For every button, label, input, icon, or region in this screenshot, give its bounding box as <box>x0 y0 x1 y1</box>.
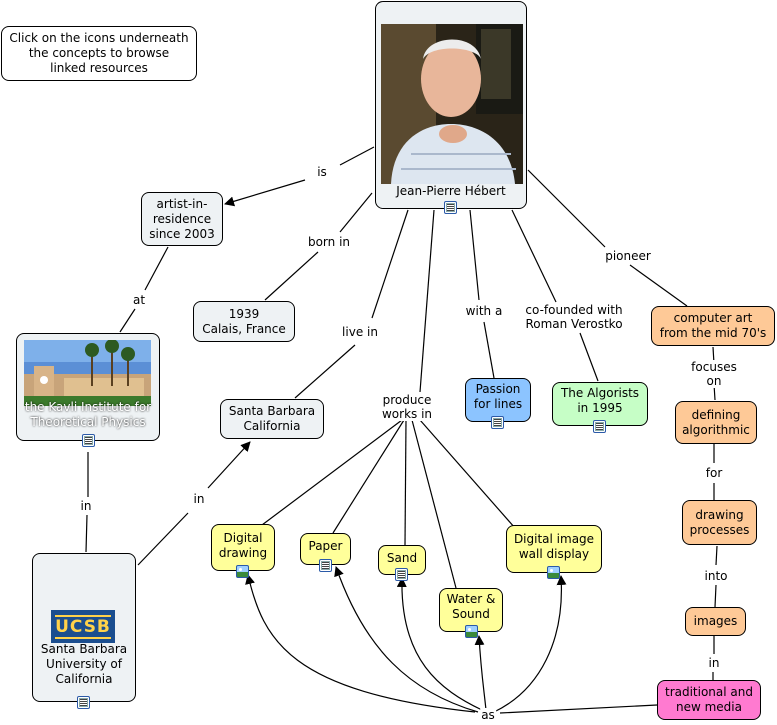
concept-computer-art[interactable]: computer art from the mid 70's <box>651 306 775 346</box>
traditional-label: traditional and new media <box>664 685 753 714</box>
link-label-co-founded: co-founded with Roman Verostko <box>524 303 624 331</box>
digital-drawing-image-icon[interactable] <box>236 565 249 578</box>
link-line-at-b <box>119 308 136 333</box>
link-label-focuses-on: focuses on <box>682 360 746 388</box>
concept-santa-barbara[interactable]: Santa Barbara California <box>220 399 324 439</box>
concept-digital-drawing[interactable]: Digital drawing <box>211 524 275 571</box>
link-line-is-a <box>339 146 375 166</box>
link-line-at-a <box>144 246 169 291</box>
concept-images[interactable]: images <box>685 607 746 636</box>
link-label-into: into <box>703 569 729 583</box>
hebert-photo <box>381 24 523 184</box>
link-label-with-a: with a <box>464 304 504 318</box>
link-line-in-sb-b <box>207 441 251 489</box>
water-sound-label: Water & Sound <box>446 592 496 621</box>
paper-resource-icon[interactable] <box>319 559 332 572</box>
ucsb-label: Santa Barbara University of California <box>40 642 128 686</box>
link-curve-as-sand <box>396 577 483 711</box>
computer-art-label: computer art from the mid 70's <box>659 311 767 340</box>
link-line-live-b <box>294 344 356 399</box>
link-label-born-in: born in <box>306 235 352 249</box>
link-line-born-a <box>339 192 373 233</box>
drawing-processes-label: drawing processes <box>689 507 750 537</box>
link-line-live-a <box>371 209 409 319</box>
link-line-cofound-b <box>579 332 599 382</box>
concept-drawing-processes[interactable]: drawing processes <box>682 500 757 545</box>
link-label-as: as <box>480 708 496 722</box>
link-label-in-kavli: in <box>79 499 93 513</box>
link-label-is: is <box>316 165 328 179</box>
link-curve-as-digital <box>245 574 476 713</box>
link-label-for: for <box>704 466 724 480</box>
ucsb-resource-icon[interactable] <box>77 696 90 709</box>
link-line-produce-a <box>419 209 435 393</box>
concept-artist-in-residence[interactable]: artist-in- residence since 2003 <box>141 192 223 246</box>
kavli-photo <box>24 340 151 406</box>
link-line-into-a <box>715 545 718 566</box>
link-line-with-b <box>483 321 495 379</box>
link-curve-as-paper <box>334 566 479 713</box>
kavli-label: the Kavli Institute for Theoretical Phys… <box>24 400 152 429</box>
link-label-produce: produce works in <box>380 393 434 421</box>
concept-digital-image-wall-display[interactable]: Digital image wall display <box>506 525 602 573</box>
concept-water-sound[interactable]: Water & Sound <box>439 588 503 632</box>
ucsb-logo: UCSB <box>51 610 115 643</box>
images-label: images <box>693 614 738 628</box>
algorists-resource-icon[interactable] <box>593 420 606 433</box>
link-line-in-kavli-b <box>85 514 88 553</box>
link-line-with-a <box>469 209 480 301</box>
link-line-produce-wall <box>419 419 516 529</box>
paper-label: Paper <box>308 539 343 553</box>
link-label-pioneer: pioneer <box>604 249 652 263</box>
link-line-pioneer-b <box>629 264 688 307</box>
link-line-cofound-a <box>511 209 557 303</box>
link-line-in-sb-a <box>137 512 189 566</box>
link-line-produce-paper <box>332 419 405 534</box>
link-line-into-b <box>714 584 717 608</box>
link-line-traditional-as <box>499 704 658 714</box>
link-line-is-b <box>224 179 306 207</box>
link-label-in-sb: in <box>192 492 206 506</box>
link-line-pioneer-a <box>527 169 606 248</box>
concept-born-1939[interactable]: 1939 Calais, France <box>193 301 295 342</box>
link-label-live-in: live in <box>341 325 379 339</box>
born-label: 1939 Calais, France <box>202 306 286 336</box>
hebert-resource-icon[interactable] <box>444 201 457 214</box>
link-line-produce-digital <box>261 419 403 526</box>
link-curve-as-wall <box>493 575 567 713</box>
link-line-born-b <box>264 251 319 301</box>
link-label-at: at <box>131 293 147 307</box>
concept-defining-algorithmic[interactable]: defining algorithmic <box>675 401 757 444</box>
digital-drawing-label: Digital drawing <box>218 531 268 560</box>
defining-label: defining algorithmic <box>682 407 750 437</box>
link-curve-as-water <box>474 635 487 711</box>
wall-display-image-icon[interactable] <box>547 566 560 579</box>
link-line-produce-sand <box>404 419 407 546</box>
concept-traditional-new-media[interactable]: traditional and new media <box>657 680 761 720</box>
santa-barbara-label: Santa Barbara California <box>228 404 316 433</box>
wall-display-label: Digital image wall display <box>513 532 595 561</box>
kavli-resource-icon[interactable] <box>82 434 95 447</box>
concept-passion-for-lines[interactable]: Passion for lines <box>465 378 531 422</box>
water-sound-image-icon[interactable] <box>465 625 478 638</box>
passion-resource-icon[interactable] <box>491 416 504 429</box>
sand-resource-icon[interactable] <box>395 568 408 581</box>
algorists-label: The Algorists in 1995 <box>560 386 640 415</box>
hebert-label: Jean-Pierre Hébert <box>396 184 506 198</box>
instructions-text: Click on the icons underneath the concep… <box>9 31 189 75</box>
artist-label: artist-in- residence since 2003 <box>149 196 215 241</box>
link-label-in-media: in <box>707 656 721 670</box>
link-line-produce-water <box>411 419 457 589</box>
sand-label: Sand <box>386 551 418 565</box>
passion-label: Passion for lines <box>473 382 523 411</box>
instructions-box: Click on the icons underneath the concep… <box>1 26 197 81</box>
